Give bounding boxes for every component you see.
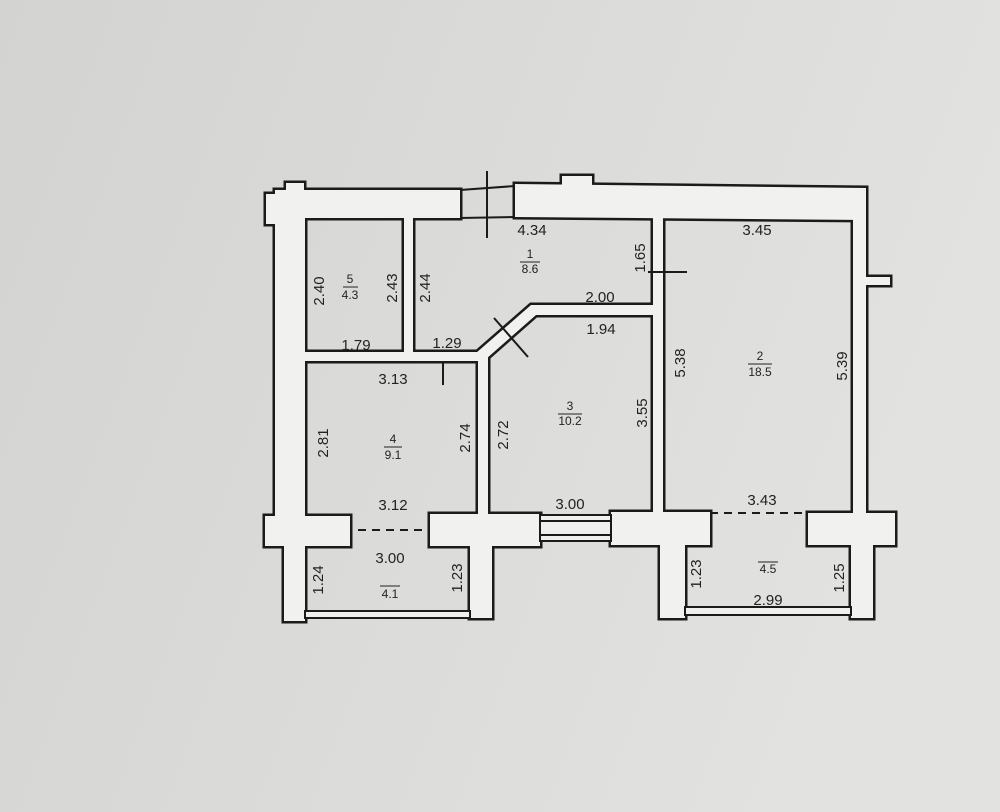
balcony-area: 4.1: [382, 587, 399, 601]
vertical-dimensions: 1.65 2.40 2.43 2.44 5.38 5.39 3.55 2.81 …: [310, 243, 851, 594]
balcony-right-railing: [684, 606, 852, 616]
balcony-area: 4.5: [760, 562, 777, 576]
dimension-label: 2.43: [384, 273, 401, 302]
dimension-label: 2.81: [315, 428, 332, 457]
balcony-label-right: 4.5: [758, 561, 778, 576]
dimension-label: 3.12: [378, 497, 407, 514]
dimension-label: 5.38: [672, 348, 689, 377]
dimension-label: 2.72: [495, 420, 512, 449]
dimension-label: 1.79: [341, 337, 370, 354]
room-area: 4.3: [342, 288, 359, 302]
dimension-label: 2.99: [753, 592, 782, 609]
room-area: 18.5: [748, 365, 772, 379]
room-number: 4: [390, 432, 397, 446]
balcony-left-railing: [304, 610, 471, 619]
room-label-4: 4 9.1: [384, 432, 402, 462]
horizontal-dimensions: 4.34 3.45 2.00 1.94 1.79 1.29 3.13 3.12 …: [341, 222, 782, 609]
dimension-label: 1.23: [688, 559, 705, 588]
room-area: 8.6: [522, 262, 539, 276]
dimension-label: 1.25: [831, 563, 848, 592]
dimension-label: 4.34: [517, 222, 546, 239]
dimension-label: 1.65: [632, 243, 649, 272]
room-label-2: 2 18.5: [748, 349, 772, 379]
dimension-label: 1.94: [586, 321, 615, 338]
room-number: 2: [757, 349, 764, 363]
dimension-label: 2.00: [585, 289, 614, 306]
room-number: 1: [527, 247, 534, 261]
dimension-label: 3.00: [375, 550, 404, 567]
dimension-label: 5.39: [834, 351, 851, 380]
room-label-3: 3 10.2: [558, 399, 582, 428]
window-top: [459, 171, 516, 238]
door-marker-room3: [493, 317, 529, 358]
dimension-label: 1.23: [449, 563, 466, 592]
room-area: 10.2: [558, 414, 582, 428]
dimension-label: 3.45: [742, 222, 771, 239]
dimension-label: 3.55: [634, 398, 651, 427]
window-bottom: [539, 514, 612, 542]
dimension-label: 1.29: [432, 335, 461, 352]
dimension-label: 2.74: [457, 423, 474, 452]
dimension-label: 1.24: [310, 565, 327, 594]
room-number: 3: [567, 399, 574, 413]
balcony-label-left: 4.1: [380, 585, 400, 601]
room-label-5: 5 4.3: [342, 272, 359, 302]
dimension-label: 3.43: [747, 492, 776, 509]
dimension-label: 2.40: [311, 276, 328, 305]
dimension-label: 2.44: [417, 273, 434, 302]
dimension-label: 3.13: [378, 371, 407, 388]
dimension-label: 3.00: [555, 496, 584, 513]
room-area: 9.1: [385, 448, 402, 462]
room-number: 5: [347, 272, 354, 286]
room-label-1: 1 8.6: [520, 247, 540, 276]
